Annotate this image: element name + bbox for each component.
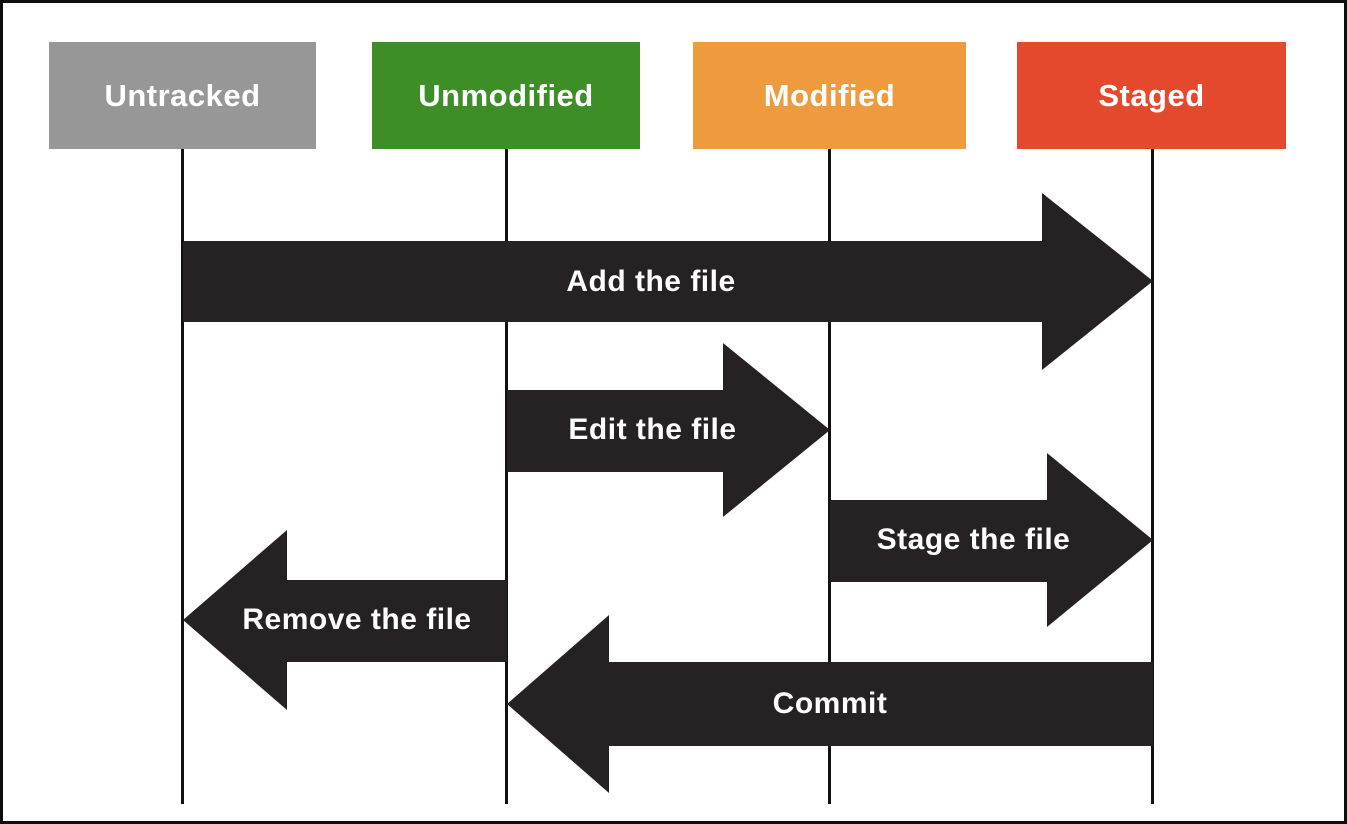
arrow-label-commit: Commit	[772, 687, 888, 720]
arrow-remove-the-file: Remove the file	[183, 530, 507, 710]
state-box-modified: Modified	[693, 42, 966, 149]
arrow-label-stage-the-file: Stage the file	[876, 523, 1071, 556]
arrow-commit: Commit	[507, 615, 1153, 793]
state-box-untracked: Untracked	[49, 42, 316, 149]
lifeline-untracked	[181, 149, 184, 804]
state-box-staged: Staged	[1017, 42, 1286, 149]
lifeline-staged	[1151, 149, 1154, 804]
state-label-staged: Staged	[1098, 77, 1205, 113]
lifeline-modified	[828, 149, 831, 804]
state-box-unmodified: Unmodified	[372, 42, 640, 149]
state-label-modified: Modified	[763, 77, 896, 113]
arrow-label-add-the-file: Add the file	[566, 264, 736, 298]
arrow-add-the-file: Add the file	[183, 193, 1153, 370]
arrow-label-remove-the-file: Remove the file	[242, 603, 472, 636]
lifeline-unmodified	[505, 149, 508, 804]
arrow-label-edit-the-file: Edit the file	[568, 413, 737, 446]
arrow-edit-the-file: Edit the file	[507, 343, 830, 517]
state-label-untracked: Untracked	[104, 77, 261, 113]
state-label-unmodified: Unmodified	[418, 77, 594, 113]
arrow-stage-the-file: Stage the file	[830, 453, 1153, 627]
